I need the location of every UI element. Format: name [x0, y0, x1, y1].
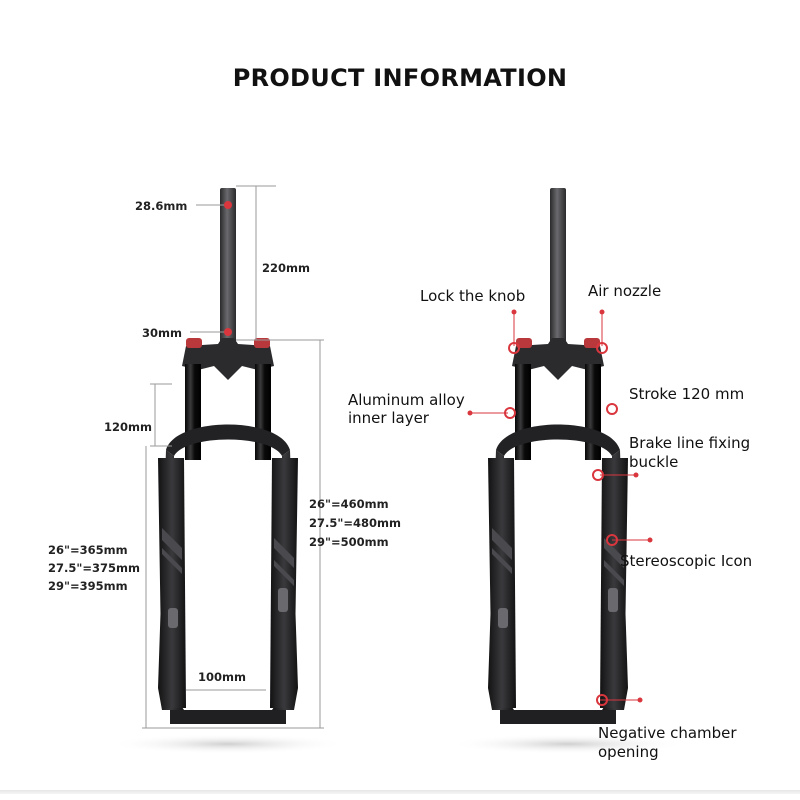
right-floor-shadow [448, 734, 688, 754]
axle-to-crown-275: 27.5"=480mm [309, 516, 401, 530]
bottom-divider [0, 790, 800, 794]
stroke-feature-label: Stroke 120 mm [629, 385, 745, 403]
lower-leg-275: 27.5"=375mm [48, 561, 140, 575]
crown-diameter-marker [224, 328, 232, 336]
air-nozzle-label: Air nozzle [588, 282, 662, 300]
stereoscopic-icon-label: Stereoscopic Icon [620, 552, 753, 570]
axle-to-crown-26: 26"=460mm [309, 497, 389, 511]
brake-line-label-line2: buckle [629, 453, 679, 471]
page-title: PRODUCT INFORMATION [232, 64, 568, 92]
callout-markers [467, 309, 653, 706]
hub-spacing-label: 100mm [198, 670, 246, 684]
left-floor-shadow [108, 734, 348, 754]
lock-knob-label: Lock the knob [420, 287, 526, 305]
negative-chamber-label-line1: Negative chamber [598, 724, 737, 742]
lower-leg-29: 29"=395mm [48, 579, 128, 593]
crown-diameter-label: 30mm [142, 326, 182, 340]
brake-line-label-line1: Brake line fixing [629, 434, 751, 452]
steerer-length-label: 220mm [262, 261, 310, 275]
steerer-diameter-marker [224, 201, 232, 209]
negative-chamber-label-line2: opening [598, 743, 659, 761]
right-fork-image [488, 188, 628, 724]
aluminum-label-line2: inner layer [348, 409, 429, 427]
steerer-diameter-label: 28.6mm [135, 199, 188, 213]
stroke-label: 120mm [104, 420, 152, 434]
dimension-lines [142, 185, 324, 729]
aluminum-label-line1: Aluminum alloy [348, 391, 465, 409]
lower-leg-26: 26"=365mm [48, 543, 128, 557]
axle-to-crown-29: 29"=500mm [309, 535, 389, 549]
